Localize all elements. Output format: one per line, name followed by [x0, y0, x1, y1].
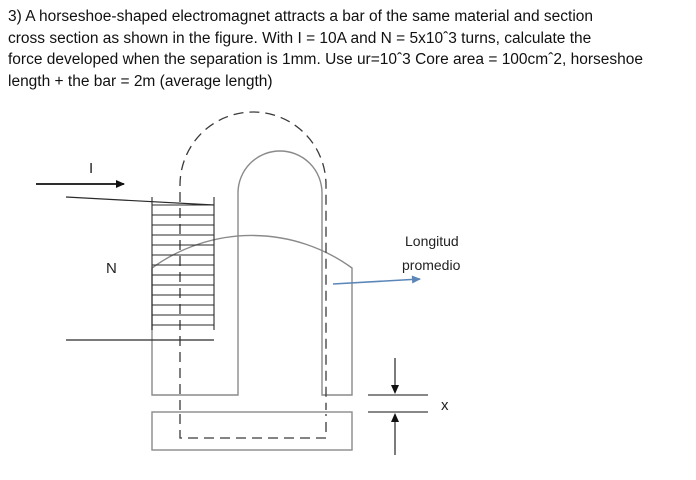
problem-statement: 3) A horseshoe-shaped electromagnet attr… — [8, 6, 692, 92]
horseshoe-core — [151, 150, 353, 396]
problem-line-4: length + the bar = 2m (average length) — [8, 72, 273, 90]
mean-path-dashed-bar — [179, 414, 327, 439]
gap-label: x — [441, 397, 449, 414]
lead-wire-top — [65, 196, 215, 206]
problem-line-1: 3) A horseshoe-shaped electromagnet attr… — [8, 8, 594, 25]
mean-length-label-line1: Longitud — [405, 233, 459, 249]
coil-winding — [151, 197, 215, 330]
mean-path-dashed — [179, 111, 327, 410]
mean-length-pointer — [332, 275, 421, 285]
gap-dimension — [368, 358, 428, 455]
turns-label: N — [106, 260, 117, 277]
mean-length-label-line2: promedio — [402, 257, 461, 273]
problem-line-3: force developed when the separation is 1… — [8, 51, 643, 68]
armature-bar — [151, 411, 353, 451]
current-label: I — [89, 160, 93, 177]
problem-line-2: cross section as shown in the figure. Wi… — [8, 29, 592, 47]
